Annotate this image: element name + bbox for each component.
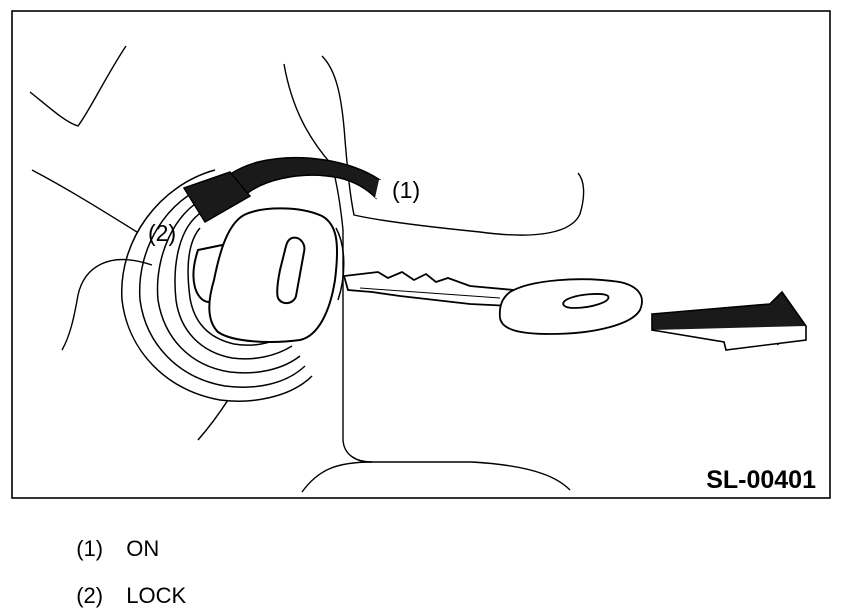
rotation-arrow (182, 157, 381, 224)
dashboard-contours (29, 45, 585, 493)
figure-id-label: SL-00401 (706, 466, 816, 494)
legend-number: (1) (76, 536, 104, 561)
key-head-hole (562, 293, 610, 309)
figure-frame (11, 10, 831, 499)
legend-item-lock: (2) LOCK (64, 557, 186, 609)
key-blade (342, 270, 516, 307)
key-in-ignition (192, 207, 345, 343)
ignition-bezel (121, 169, 313, 441)
callout-on-label: (1) (392, 177, 420, 203)
key-head-slot (276, 236, 306, 304)
legend-number: (2) (76, 583, 104, 608)
pull-direction-arrow (651, 290, 808, 351)
removed-key (342, 270, 643, 335)
legend-text: LOCK (126, 583, 187, 608)
callout-lock-label: (2) (148, 220, 176, 246)
legend-text: ON (126, 536, 160, 561)
legend-item-on: (1) ON (64, 510, 159, 562)
ignition-key-diagram: (1) (2) SL-00401 (11, 10, 831, 499)
